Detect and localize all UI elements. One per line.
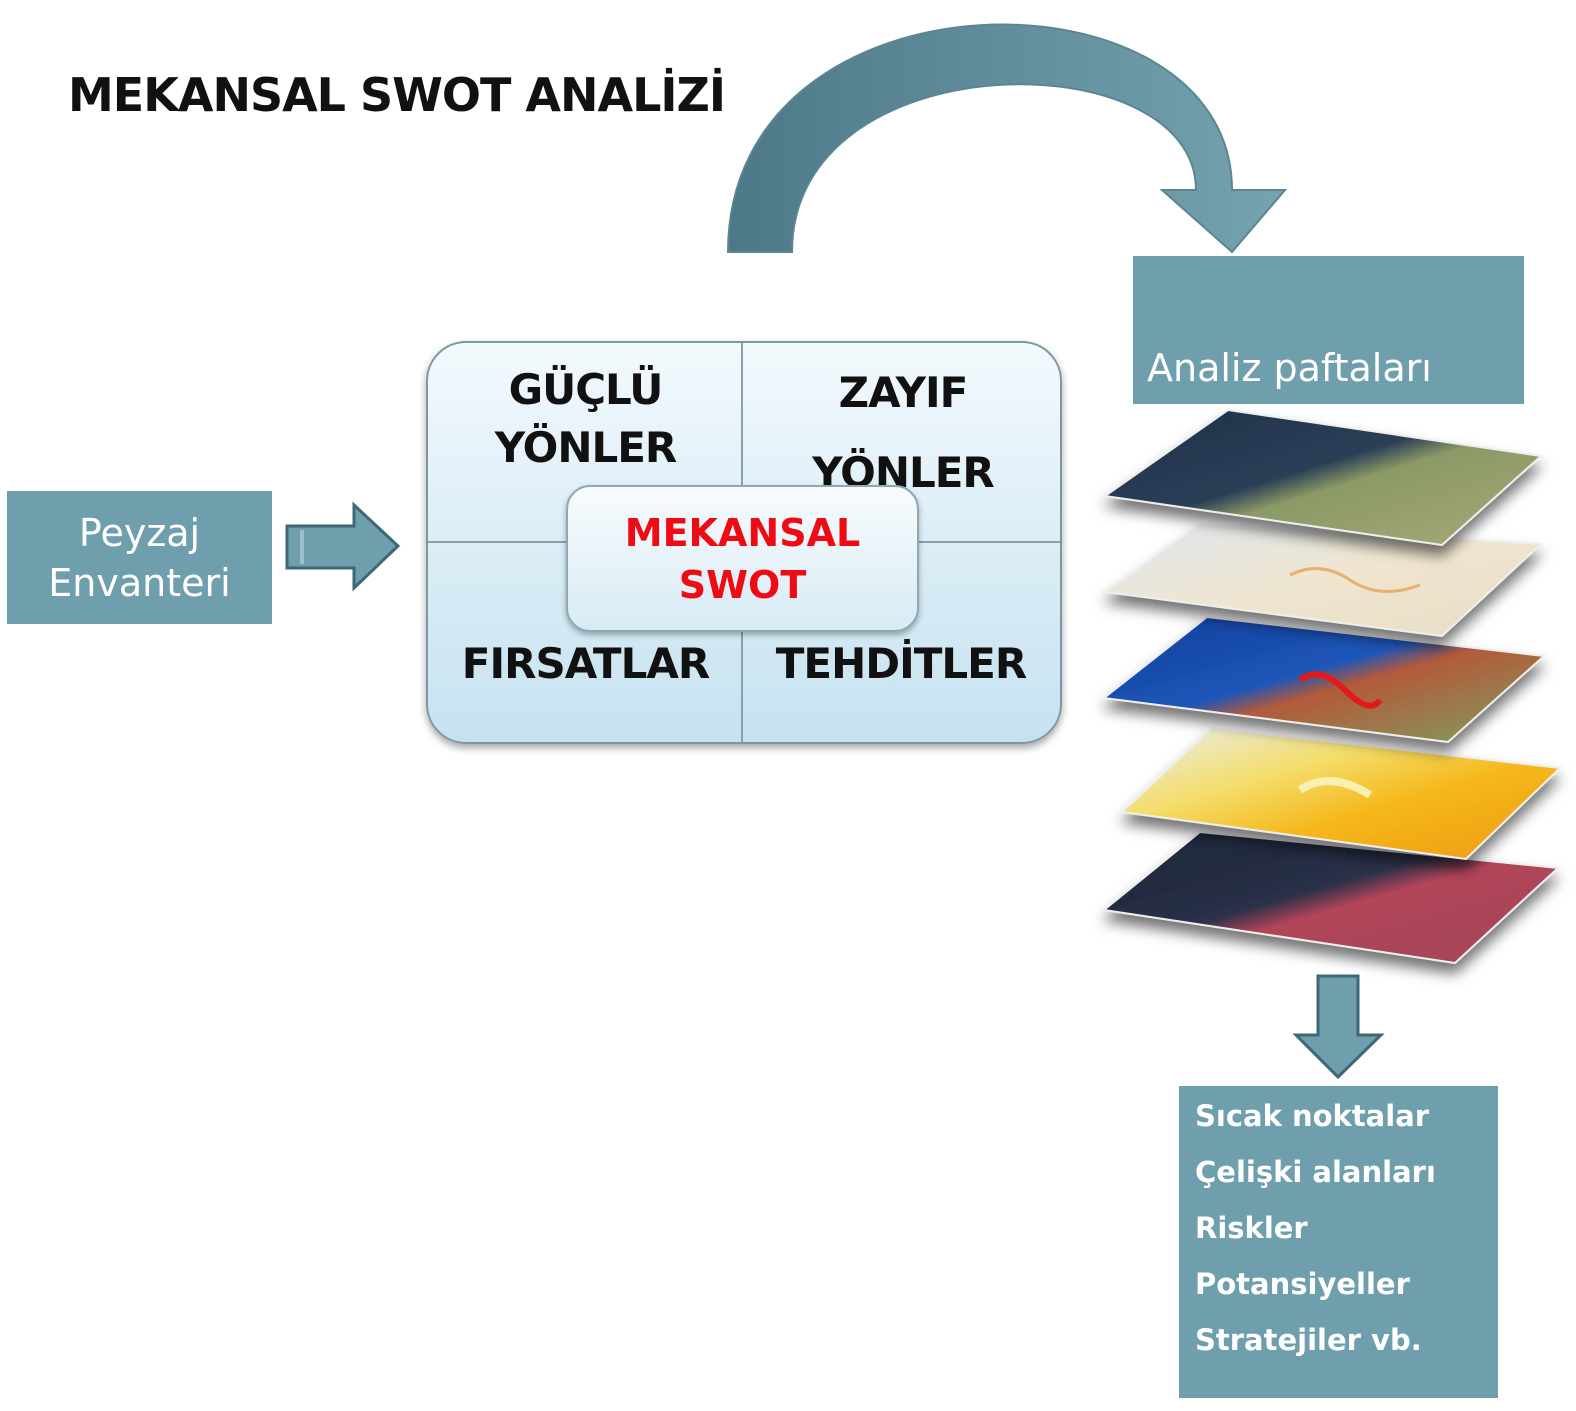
results-box: Sıcak noktalar Çelişki alanları Riskler …	[1179, 1086, 1498, 1398]
center-swot-box: MEKANSAL SWOT	[566, 485, 919, 632]
input-box-line2: Envanteri	[48, 560, 231, 605]
heat-detail	[1297, 777, 1373, 799]
satellite-map-layer	[1102, 408, 1544, 547]
classified-map-layer	[1101, 615, 1547, 744]
road-detail	[1289, 567, 1421, 593]
classified-detail	[1298, 671, 1383, 709]
right-arrow-icon	[285, 501, 401, 592]
list-item: Riskler	[1195, 1211, 1308, 1245]
opportunities-label: FIRSATLAR	[461, 639, 710, 688]
list-item: Çelişki alanları	[1195, 1155, 1436, 1189]
analysis-box: Analiz paftaları	[1133, 256, 1524, 404]
red-map-layer	[1101, 830, 1561, 965]
analysis-label: Analiz paftaları	[1147, 346, 1432, 390]
threats-label: TEHDİTLER	[775, 639, 1027, 688]
center-line1: MEKANSAL	[624, 510, 861, 555]
center-line2: SWOT	[678, 562, 807, 607]
input-box-line1: Peyzaj	[78, 510, 201, 555]
list-item: Stratejiler vb.	[1195, 1323, 1422, 1357]
road-map-layer	[1102, 522, 1544, 638]
strengths-label: GÜÇLÜ YÖNLER	[494, 365, 678, 472]
map-layers-stack	[1101, 408, 1563, 965]
page-title: MEKANSAL SWOT ANALİZİ	[68, 68, 726, 122]
arc-arrow-shape	[726, 23, 1288, 254]
input-box: Peyzaj Envanteri	[7, 491, 272, 624]
down-arrow-icon	[1292, 974, 1385, 1080]
curved-arrow	[726, 23, 1288, 254]
weaknesses-label: ZAYIF YÖNLER	[812, 368, 995, 497]
list-item: Potansiyeller	[1195, 1267, 1410, 1301]
heat-map-layer	[1119, 726, 1563, 861]
list-item: Sıcak noktalar	[1195, 1099, 1430, 1133]
results-list: Sıcak noktalar Çelişki alanları Riskler …	[1195, 1092, 1436, 1372]
